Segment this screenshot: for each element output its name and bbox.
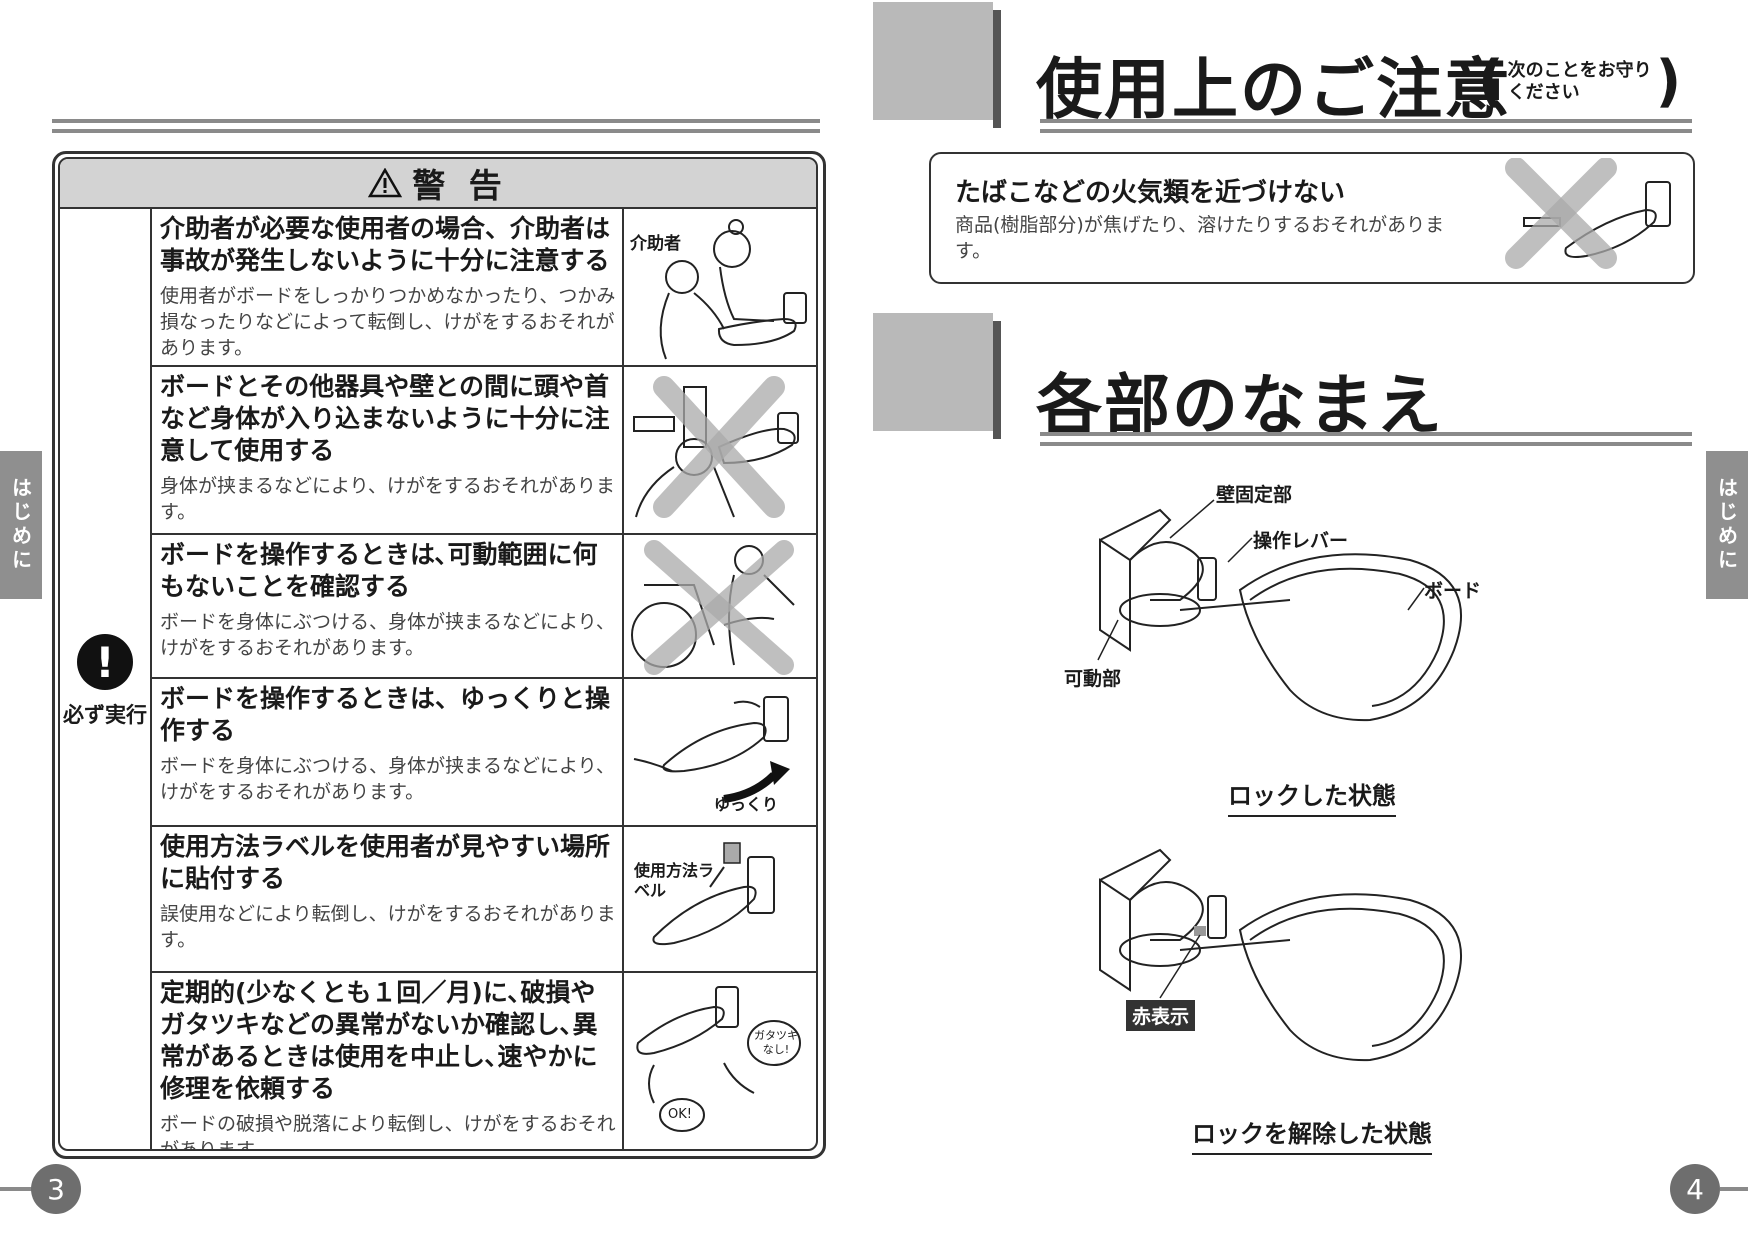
top-rule-left — [52, 119, 820, 133]
caution-fire-box: たばこなどの火気類を近づけない 商品(樹脂部分)が焦げたり、溶けたりするおそれが… — [929, 152, 1695, 284]
warning-row-4: ボードを操作するときは、ゆっくりと操作する ボードを身体にぶつける、身体が挟まる… — [152, 679, 816, 827]
usage-subtitle-line2: ください — [1507, 82, 1580, 103]
warning-header: 警 告 — [60, 159, 816, 209]
slow-operation-illustration: ゆっくり — [622, 679, 816, 825]
warning-title: 定期的(少なくとも１回／月)に､破損やガタツキなどの異常がないか確認し､異常があ… — [160, 978, 598, 1103]
page-number-right: 4 — [1670, 1164, 1720, 1214]
parts-title: 各部のなまえ — [1036, 367, 1444, 444]
warning-desc: ボードを身体にぶつける、身体が挟まるなどにより、けがをするおそれがあります。 — [160, 611, 615, 659]
warning-desc: 使用者がボードをしっかりつかめなかったり、つかみ損なったりなどによって転倒し、け… — [160, 285, 616, 359]
label-wall-fixed: 壁固定部 — [1216, 484, 1293, 506]
warning-box: 警 告 ! 必ず実行 介助者が必要な使用者の場合、介助者は事故が発生しないように… — [58, 157, 818, 1151]
usage-rule — [1040, 119, 1692, 133]
section-marker-usage — [873, 2, 1001, 128]
usage-label-drawing — [652, 842, 775, 946]
label-board: ボード — [1424, 580, 1482, 602]
warning-triangle-icon — [368, 168, 403, 198]
usage-label-illustration: 使用方法ラベル — [622, 827, 816, 971]
page-line-right — [1720, 1187, 1748, 1191]
caution-desc: 商品(樹脂部分)が焦げたり、溶けたりするおそれがあります。 — [955, 214, 1445, 262]
usage-subtitle: ( 次のことをお守り ください ) — [1478, 49, 1682, 114]
board-unlocked-diagram — [1099, 848, 1462, 1062]
slow-label: ゆっくり — [714, 795, 779, 814]
parts-rule — [1040, 432, 1692, 446]
must-do-label: 必ず実行 — [63, 703, 147, 727]
warning-desc: ボードの破損や脱落により転倒し、けがをするおそれがあります。 — [160, 1113, 616, 1151]
warning-row-3: ボードを操作するときは､可動範囲に何もないことを確認する ボードを身体にぶつける… — [152, 535, 816, 679]
label-red-indicator: 赤表示 — [1126, 1000, 1196, 1031]
usage-subtitle-line1: 次のことをお守り — [1507, 60, 1652, 81]
warning-row-2: ボードとその他器具や壁との間に頭や首など身体が入り込まないように十分に注意して使… — [152, 367, 816, 535]
caution-title: たばこなどの火気類を近づけない — [955, 178, 1346, 208]
warning-row-1: 介助者が必要な使用者の場合、介助者は事故が発生しないように十分に注意する 使用者… — [152, 209, 816, 367]
label-movable: 可動部 — [1064, 668, 1122, 690]
slow-operation-drawing — [633, 696, 790, 803]
warning-desc: ボードを身体にぶつける、身体が挟まるなどにより、けがをするおそれがあります。 — [160, 755, 615, 803]
warning-title: 使用方法ラベルを使用者が見やすい場所に貼付する — [160, 832, 611, 893]
warning-row-5: 使用方法ラベルを使用者が見やすい場所に貼付する 誤使用などにより転倒し、けがをす… — [152, 827, 816, 973]
page-number-left: 3 — [31, 1164, 81, 1214]
side-tab-left: はじめに — [0, 451, 42, 599]
side-tab-right: はじめに — [1706, 451, 1748, 599]
section-marker-parts — [873, 313, 1001, 439]
caption-unlocked: ロックを解除した状態 — [1192, 1114, 1432, 1155]
pinch-prohibited-illustration — [622, 367, 816, 533]
no-wobble-label: ガタツキなし! — [754, 1029, 798, 1056]
warning-row-6: 定期的(少なくとも１回／月)に､破損やガタツキなどの異常がないか確認し､異常があ… — [152, 973, 816, 1149]
warning-title: ボードを操作するときは､可動範囲に何もないことを確認する — [160, 540, 598, 601]
caregiver-illustration: 介助者 — [622, 209, 816, 365]
no-fire-illustration — [1505, 158, 1671, 269]
label-leader-lines — [1097, 499, 1425, 661]
must-do-column: ! 必ず実行 — [60, 209, 152, 1149]
warning-desc: 誤使用などにより転倒し、けがをするおそれがあります。 — [160, 903, 616, 951]
range-clear-illustration — [622, 535, 816, 677]
caregiver-label: 介助者 — [630, 234, 681, 254]
caregiver-drawing — [659, 219, 807, 360]
usage-label-text: 使用方法ラベル — [634, 861, 715, 900]
board-locked-diagram — [1099, 508, 1462, 722]
range-clear-drawing — [631, 540, 795, 675]
warning-title: ボードとその他器具や壁との間に頭や首など身体が入り込まないように十分に注意して使… — [160, 372, 610, 465]
warning-title: 介助者が必要な使用者の場合、介助者は事故が発生しないように十分に注意する — [160, 214, 611, 275]
warning-desc: 身体が挟まるなどにより、けがをするおそれがあります。 — [160, 475, 615, 523]
pinch-prohibited-drawing — [633, 376, 799, 518]
label-lever: 操作レバー — [1253, 530, 1349, 552]
inspection-drawing — [636, 986, 801, 1132]
red-indicator-leader — [1159, 934, 1201, 999]
warning-title: ボードを操作するときは、ゆっくりと操作する — [160, 684, 611, 745]
inspection-illustration: ガタツキなし! OK! — [622, 973, 816, 1149]
usage-title: 使用上のご注意 — [1036, 51, 1512, 128]
must-do-icon: ! — [77, 634, 133, 690]
ok-label: OK! — [668, 1107, 692, 1122]
warning-header-text: 警 告 — [412, 166, 508, 205]
page-line-left — [0, 1187, 32, 1191]
caption-locked: ロックした状態 — [1228, 776, 1396, 817]
warning-box-outline — [52, 151, 826, 1159]
